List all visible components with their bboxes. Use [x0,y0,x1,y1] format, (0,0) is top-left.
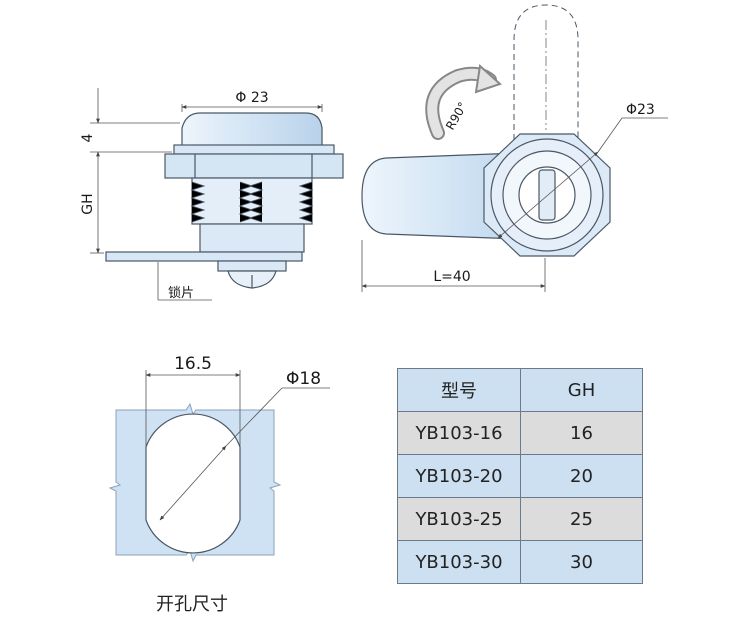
side-diameter-label: Φ 23 [235,90,268,106]
table-header-gh: GH [520,368,643,412]
table-cell-model: YB103-25 [397,497,521,541]
table-row: YB103-16 16 [397,411,643,455]
table-header-model: 型号 [397,368,521,412]
table-cell-model: YB103-20 [397,454,521,498]
cutout-width-label: 16.5 [174,354,212,374]
cutout-diameter-label: Φ18 [286,369,321,389]
side-view-dimensions [90,88,323,301]
table-cell-gh: 20 [520,454,643,498]
length-label: L=40 [433,269,470,285]
front-view-lock [361,4,611,257]
cutout-dimensions [145,370,330,521]
thread-length-label: GH [80,193,96,214]
head-height-label: 4 [80,133,96,142]
rotation-arrow-icon [425,64,502,140]
model-spec-table: 型号 GH YB103-16 16 YB103-20 20 YB103-25 2… [397,368,643,584]
table-cell-model: YB103-16 [397,411,521,455]
table-header-row: 型号 GH [397,368,643,412]
panel-cutout [108,402,282,563]
table-row: YB103-30 30 [397,540,643,584]
table-cell-gh: 25 [520,497,643,541]
front-view-dimensions [361,117,668,292]
table-row: YB103-25 25 [397,497,643,541]
cutout-caption: 开孔尺寸 [156,594,228,615]
table-cell-model: YB103-30 [397,540,521,584]
table-row: YB103-20 20 [397,454,643,498]
table-cell-gh: 30 [520,540,643,584]
side-view-lock [105,112,344,289]
front-diameter-label: Φ23 [626,102,655,118]
rotation-label: R90° [443,100,470,133]
table-cell-gh: 16 [520,411,643,455]
cam-plate-label: 锁片 [168,285,194,301]
